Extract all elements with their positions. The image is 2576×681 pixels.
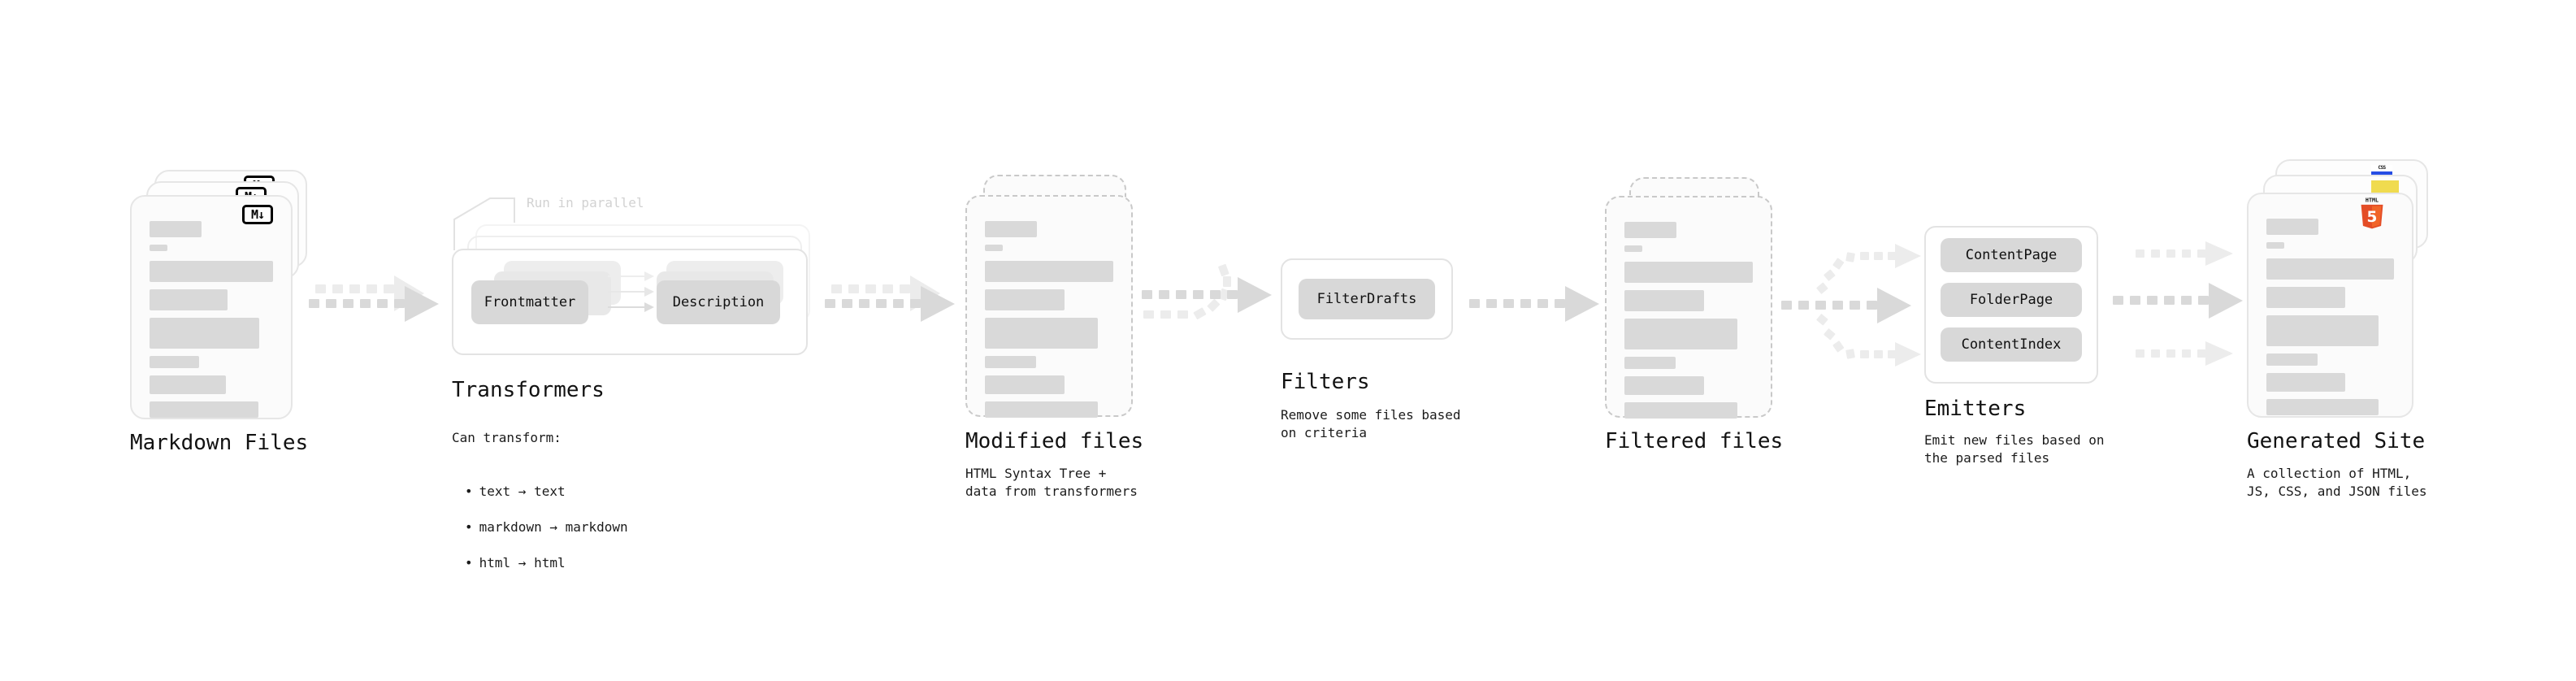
stage-title-modified: Modified files: [965, 429, 1144, 453]
svg-text:5: 5: [2367, 209, 2378, 226]
emitter-chip-folderpage[interactable]: FolderPage: [1941, 283, 2082, 317]
content-bar: [985, 375, 1065, 394]
stage-title-emitters: Emitters: [1924, 397, 2027, 421]
css-icon: CSS: [2371, 165, 2392, 175]
generated-card-content: [2266, 219, 2394, 423]
content-bar: [150, 245, 167, 251]
arrow-filters-to-filtered: [1469, 286, 1599, 322]
content-bar: [985, 356, 1037, 368]
filter-chip-filterdrafts[interactable]: FilterDrafts: [1299, 279, 1435, 319]
content-bar: [150, 289, 228, 310]
markdown-icon: M↓: [242, 205, 273, 224]
modified-card-front: [965, 195, 1133, 418]
content-bar: [985, 261, 1113, 282]
content-bar: [1624, 319, 1738, 349]
content-bar: [150, 221, 202, 237]
run-in-parallel-label: Run in parallel: [527, 195, 644, 210]
arrow-transformers-to-modified: [825, 275, 955, 322]
content-bar: [1624, 357, 1676, 369]
stage-desc-modified: HTML Syntax Tree + data from transformer…: [965, 466, 1138, 499]
content-bar: [985, 245, 1003, 251]
markdown-card-content: [150, 221, 273, 425]
stage-desc-transformers: Can transform: text → text markdown → ma…: [452, 411, 628, 608]
transformers-desc-list: text → text markdown → markdown html → h…: [452, 465, 628, 590]
modified-card-content: [985, 221, 1113, 425]
transformer-chip-frontmatter[interactable]: Frontmatter: [471, 280, 588, 324]
content-bar: [2266, 315, 2379, 346]
content-bar: [2266, 373, 2346, 392]
transformers-desc-item: text → text: [465, 483, 628, 501]
transformer-chip-description[interactable]: Description: [657, 280, 780, 324]
content-bar: [2266, 242, 2284, 249]
transformers-desc-head: Can transform:: [452, 430, 562, 445]
content-bar: [150, 375, 227, 394]
content-bar: [985, 318, 1099, 349]
content-bar: [2266, 354, 2318, 366]
filtered-card-content: [1624, 222, 1753, 426]
stage-desc-generated: A collection of HTML, JS, CSS, and JSON …: [2247, 466, 2427, 499]
content-bar: [1624, 222, 1676, 238]
content-bar: [1624, 376, 1704, 395]
stage-title-markdown: Markdown Files: [130, 431, 309, 455]
content-bar: [985, 401, 1099, 418]
content-bar: [2266, 399, 2379, 415]
markdown-card-front: [130, 195, 293, 419]
arrow-markdown-to-transformers: [309, 275, 439, 322]
content-bar: [985, 289, 1065, 310]
content-bar: [1624, 245, 1642, 252]
content-bar: [2266, 219, 2318, 235]
html5-icon: HTML 5: [2361, 197, 2383, 229]
content-bar: [1624, 402, 1738, 419]
stage-title-filtered: Filtered files: [1605, 429, 1784, 453]
filtered-card-front: [1605, 196, 1772, 419]
transformers-desc-item: html → html: [465, 554, 628, 572]
arrow-filtered-to-emitters: [1781, 244, 1921, 367]
content-bar: [1624, 262, 1753, 283]
content-bar: [150, 401, 258, 418]
content-bar: [1624, 290, 1704, 311]
stage-title-filters: Filters: [1281, 370, 1370, 394]
arrow-emitters-to-generated: [2113, 241, 2243, 366]
content-bar: [2266, 287, 2346, 308]
content-bar: [150, 261, 273, 282]
generated-card-front: [2247, 193, 2413, 418]
emitter-chip-contentpage[interactable]: ContentPage: [1941, 238, 2082, 272]
svg-text:HTML: HTML: [2366, 197, 2379, 204]
content-bar: [150, 356, 199, 368]
stage-desc-emitters: Emit new files based on the parsed files: [1924, 432, 2105, 466]
content-bar: [985, 221, 1037, 237]
content-bar: [150, 318, 260, 349]
emitter-chip-contentindex[interactable]: ContentIndex: [1941, 327, 2082, 362]
stage-title-transformers: Transformers: [452, 378, 605, 402]
stage-desc-filters: Remove some files based on criteria: [1281, 407, 1461, 440]
transformers-desc-item: markdown → markdown: [465, 518, 628, 536]
content-bar: [2266, 258, 2394, 280]
js-icon: [2371, 180, 2399, 193]
arrow-modified-to-filters: [1142, 263, 1272, 319]
stage-title-generated: Generated Site: [2247, 429, 2426, 453]
